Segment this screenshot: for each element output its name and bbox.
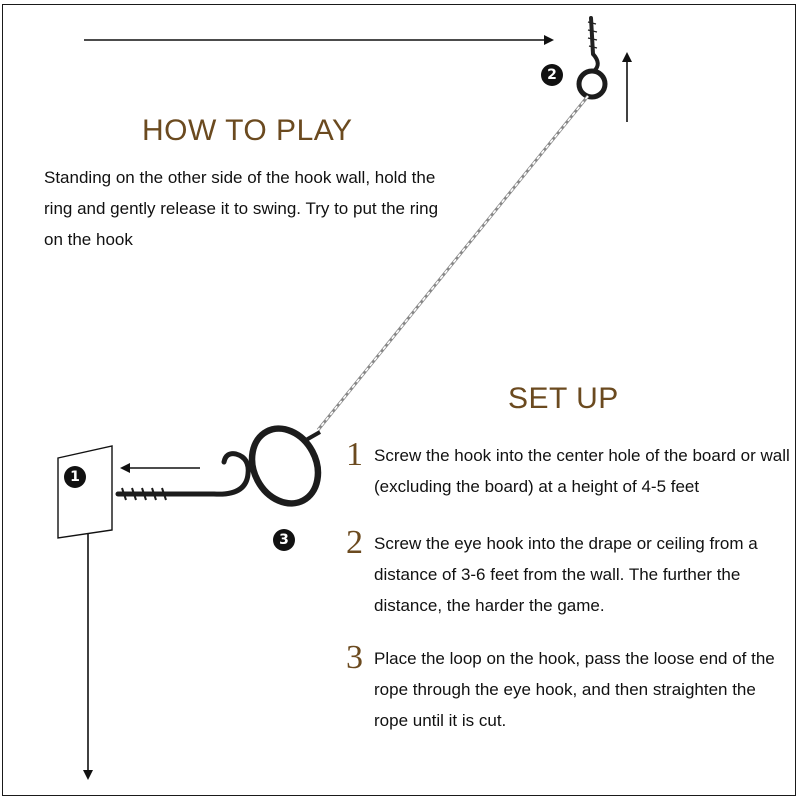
- step-text: Screw the eye hook into the drape or cei…: [374, 534, 758, 615]
- wall-board: [57, 445, 113, 539]
- step-text: Place the loop on the hook, pass the loo…: [374, 649, 775, 730]
- step-number: 3: [346, 639, 363, 676]
- wall-hook-icon: [115, 451, 251, 501]
- how-to-play-title: HOW TO PLAY: [142, 114, 353, 147]
- step-number: 2: [346, 524, 363, 561]
- eye-hook-icon: [576, 16, 608, 100]
- rope: [316, 95, 590, 431]
- step-number: 1: [346, 436, 363, 473]
- step-text: Screw the hook into the center hole of t…: [374, 446, 790, 496]
- how-to-play-text: Standing on the other side of the hook w…: [44, 168, 439, 249]
- marker-badge-2: 2: [541, 64, 563, 86]
- marker-badge-1: 1: [64, 466, 86, 488]
- ring-icon: [248, 425, 322, 507]
- diagram-frame: [2, 4, 796, 796]
- marker-badge-3: 3: [273, 529, 295, 551]
- set-up-title: SET UP: [508, 382, 619, 415]
